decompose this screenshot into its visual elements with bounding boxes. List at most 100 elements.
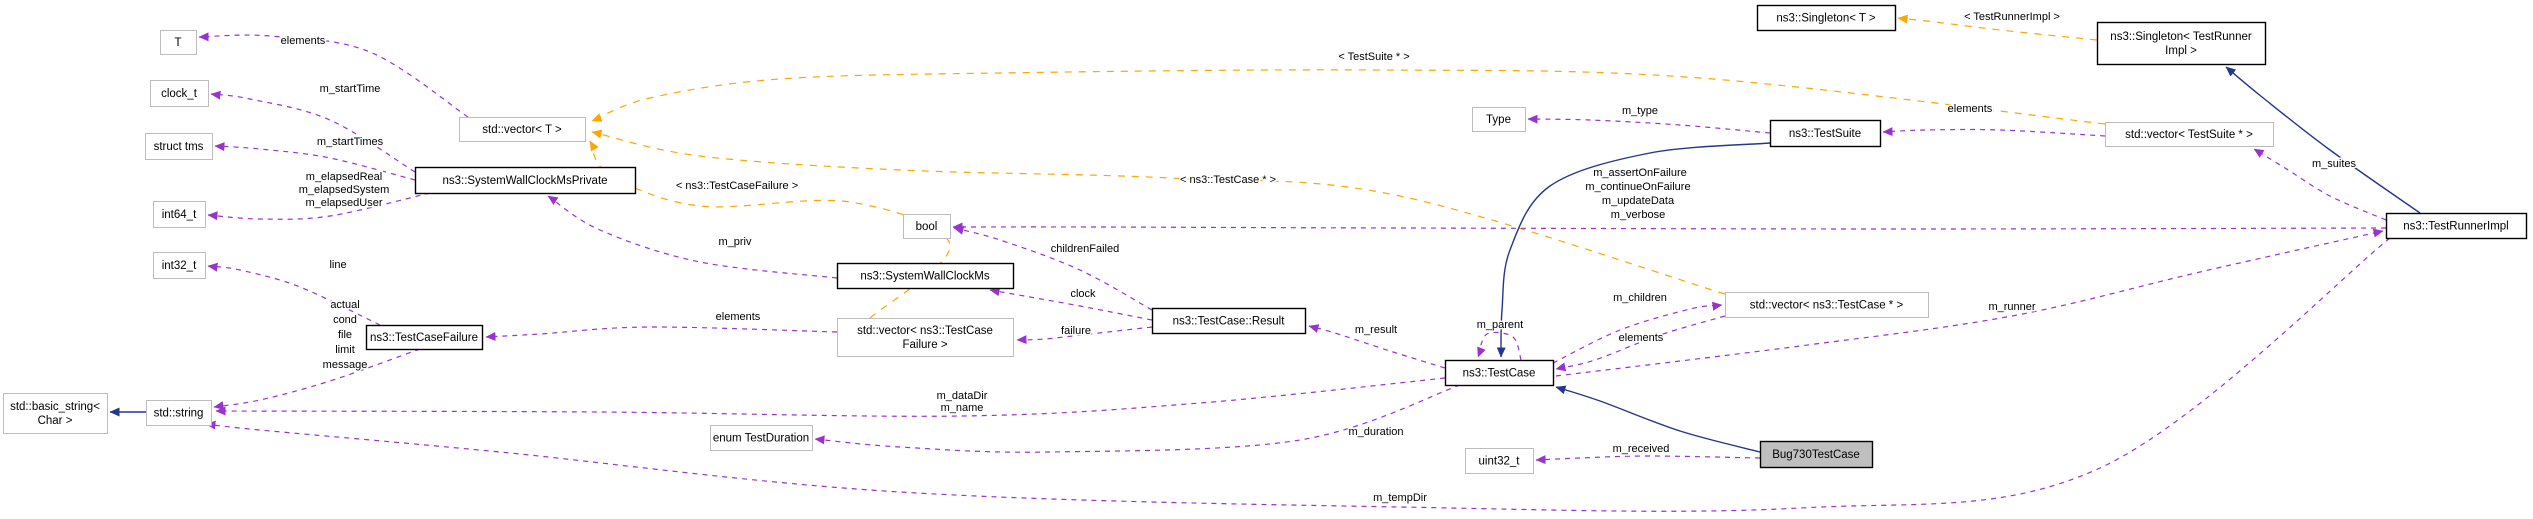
node-box-bug730[interactable] xyxy=(1759,440,1874,469)
edge-test-case--std-string xyxy=(215,377,1446,417)
node-label-enum-test-duration: enum TestDuration xyxy=(713,433,809,445)
node-std-string: std::string xyxy=(146,400,212,426)
edge-label-m_updateData: m_updateData xyxy=(1602,195,1675,207)
edge-label-m_elapsedSystem: m_elapsedSystem xyxy=(299,184,390,196)
node-box-t xyxy=(160,30,197,55)
node-swcm[interactable]: ns3::SystemWallClockMs xyxy=(836,262,1015,290)
edge-vector-test-case-ptr--test-case xyxy=(1555,315,1726,372)
node-box-singleton-t[interactable] xyxy=(1756,4,1897,32)
node-box-swcm-private[interactable] xyxy=(414,166,637,195)
node-t: T xyxy=(160,30,197,55)
node-box-int64-t xyxy=(153,201,206,228)
edge-test-runner-impl--singleton-tri xyxy=(2225,66,2421,214)
edge-test-case-failure--std-string xyxy=(213,348,421,410)
edge-swcm--swcm-private xyxy=(547,195,838,279)
edge-label--ns3-TestCase-: < ns3::TestCase * > xyxy=(1180,174,1276,186)
node-singleton-tri[interactable]: ns3::Singleton< TestRunnerImpl > xyxy=(2096,21,2267,66)
node-test-case-failure[interactable]: ns3::TestCaseFailure xyxy=(365,324,484,351)
node-box-int32-t xyxy=(153,252,206,279)
edge-vector-tcf--vector-t xyxy=(589,140,951,319)
node-box-clock-t xyxy=(150,80,209,107)
edge-label-m_parent: m_parent xyxy=(1477,319,1523,331)
edge-bug730--uint32-t xyxy=(1535,455,1761,465)
node-label-basic-string: std::basic_string< xyxy=(10,401,100,413)
node-label-vector-t: std::vector< T > xyxy=(482,124,562,136)
node-box-vector-test-case-ptr xyxy=(1725,292,1929,318)
edge-label-actual: actual xyxy=(330,299,359,311)
node-bug730[interactable]: Bug730TestCase xyxy=(1759,440,1874,469)
node-clock-t: clock_t xyxy=(150,80,209,107)
edge-label-clock: clock xyxy=(1070,288,1096,300)
node-label-uint32-t: uint32_t xyxy=(1479,456,1521,468)
node-swcm-private[interactable]: ns3::SystemWallClockMsPrivate xyxy=(414,166,637,195)
node-box-test-runner-impl[interactable] xyxy=(2385,212,2528,240)
edge-label-elements: elements xyxy=(281,35,326,47)
edge-vector-tcf--test-case-failure xyxy=(485,326,838,341)
node-test-runner-impl[interactable]: ns3::TestRunnerImpl xyxy=(2385,212,2528,240)
node-basic-string: std::basic_string<Char > xyxy=(3,393,108,434)
edge-label-childrenFailed: childrenFailed xyxy=(1051,243,1119,255)
edge-label-m_elapsedReal: m_elapsedReal xyxy=(306,171,382,183)
edge-vector-test-case-ptr--vector-t xyxy=(591,129,1726,295)
node-box-singleton-tri[interactable] xyxy=(2096,21,2267,66)
edge-label-file: file xyxy=(338,329,352,341)
node-label-swcm: ns3::SystemWallClockMs xyxy=(860,271,990,283)
node-label-test-case: ns3::TestCase xyxy=(1463,368,1536,380)
node-box-std-string xyxy=(146,400,212,426)
edge-test-suite--type xyxy=(1527,114,1771,134)
node-label-result: ns3::TestCase::Result xyxy=(1173,316,1286,328)
edge-test-case--result xyxy=(1308,324,1446,369)
node-box-uint32-t xyxy=(1465,448,1534,474)
edge-test-case--enum-test-duration xyxy=(814,384,1461,453)
edge-test-case--test-case xyxy=(1477,331,1522,361)
edge-label-cond: cond xyxy=(333,314,357,326)
edge-result--bool xyxy=(953,226,1153,311)
edge-label-elements: elements xyxy=(1948,103,1993,115)
edge-swcm-private--clock-t xyxy=(210,90,416,173)
node-label-vector-test-case-ptr: std::vector< ns3::TestCase * > xyxy=(1750,300,1904,312)
node-box-test-case-failure[interactable] xyxy=(365,324,484,351)
node-label-std-string: std::string xyxy=(154,408,204,420)
edge-label-m_result: m_result xyxy=(1355,324,1397,336)
node-box-test-case[interactable] xyxy=(1444,359,1555,387)
edge-test-case--test-runner-impl xyxy=(1555,228,2384,377)
edge-result--vector-tcf xyxy=(1016,326,1153,345)
edge-label-m_children: m_children xyxy=(1613,292,1667,304)
edge-label-m_elapsedUser: m_elapsedUser xyxy=(305,197,382,209)
edge-label--TestRunnerImpl-: < TestRunnerImpl > xyxy=(1964,11,2060,23)
node-vector-test-case-ptr: std::vector< ns3::TestCase * > xyxy=(1725,292,1929,318)
edge-result--swcm xyxy=(989,287,1153,321)
edge-label-line: line xyxy=(329,259,346,271)
node-label-vector-tcf: Failure > xyxy=(902,339,947,351)
edge-label-m_name: m_name xyxy=(941,402,984,414)
node-label-test-runner-impl: ns3::TestRunnerImpl xyxy=(2403,221,2508,233)
node-box-test-suite[interactable] xyxy=(1769,119,1882,148)
node-box-vector-test-suite-ptr xyxy=(2105,122,2274,147)
edge-test-case-failure--int32-t xyxy=(207,262,381,326)
node-int64-t: int64_t xyxy=(153,201,206,228)
node-box-swcm[interactable] xyxy=(836,262,1015,290)
edge-label-m_verbose: m_verbose xyxy=(1611,209,1665,221)
node-label-test-case-failure: ns3::TestCaseFailure xyxy=(370,332,478,344)
edge-label-m_assertOnFailure: m_assertOnFailure xyxy=(1593,167,1687,179)
node-label-singleton-t: ns3::Singleton< T > xyxy=(1776,13,1876,25)
node-test-suite[interactable]: ns3::TestSuite xyxy=(1769,119,1882,148)
node-box-result[interactable] xyxy=(1151,307,1307,335)
node-label-singleton-tri: Impl > xyxy=(2165,45,2197,57)
node-result[interactable]: ns3::TestCase::Result xyxy=(1151,307,1307,335)
node-vector-tcf: std::vector< ns3::TestCaseFailure > xyxy=(837,318,1014,357)
edge-label--ns3-TestCaseFailure-: < ns3::TestCaseFailure > xyxy=(676,180,798,192)
node-test-case[interactable]: ns3::TestCase xyxy=(1444,359,1555,387)
edge-vector-t--t xyxy=(198,32,469,118)
node-singleton-t[interactable]: ns3::Singleton< T > xyxy=(1756,4,1897,32)
node-label-basic-string: Char > xyxy=(38,415,73,427)
edge-test-runner-impl--std-string xyxy=(205,237,2391,512)
edge-singleton-tri--singleton-t xyxy=(1897,14,2098,41)
node-box-basic-string xyxy=(3,393,108,434)
edge-label-m_startTime: m_startTime xyxy=(320,83,381,95)
node-enum-test-duration: enum TestDuration xyxy=(710,425,813,451)
node-struct-tms: struct tms xyxy=(145,133,213,160)
edge-label-m_type: m_type xyxy=(1622,105,1658,117)
